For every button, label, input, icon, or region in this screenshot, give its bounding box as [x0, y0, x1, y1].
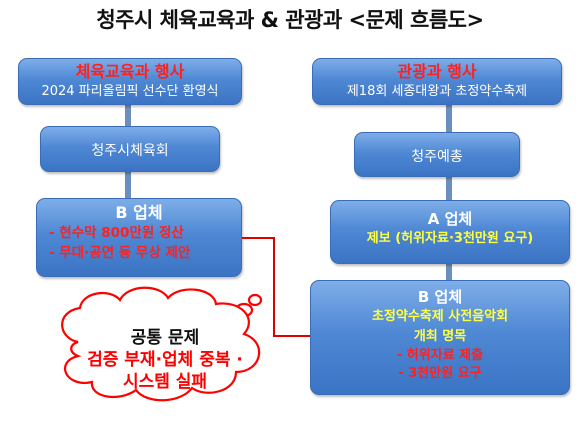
connector-right-2	[446, 176, 452, 201]
cloud-line-1: 검증 부재·업체 중복 ·	[87, 350, 243, 370]
right-event-label: 관광과 행사	[397, 62, 477, 81]
cloud-text-group: 공통 문제 검증 부재·업체 중복 · 시스템 실패	[55, 327, 275, 393]
red-line-horizontal-top	[242, 237, 275, 239]
right-vendor-a-box: A 업체 제보 (허위자료·3천만원 요구)	[330, 200, 570, 264]
left-vendor-box: B 업체 - 현수막 800만원 정산 - 무대·공연 등 무상 제안	[36, 198, 242, 277]
left-vendor-item-2: - 무대·공연 등 무상 제안	[49, 245, 191, 261]
right-vendor-a-item: 제보 (허위자료·3천만원 요구)	[366, 231, 534, 246]
left-vendor-item-1: - 현수막 800만원 정산	[49, 225, 184, 241]
cloud-line-2: 시스템 실패	[122, 372, 208, 392]
right-vendor-b-item-2: - 3천만원 요구	[398, 366, 482, 381]
red-line-horizontal-bottom	[273, 335, 310, 337]
right-vendor-a-title: A 업체	[427, 210, 473, 228]
connector-right-1	[446, 104, 452, 132]
left-org-label: 청주시체육회	[91, 143, 169, 159]
right-vendor-b-box: B 업체 초정약수축제 사전음악회 개최 명목 - 허위자료 제출 - 3천만원…	[310, 280, 570, 395]
left-event-name: 2024 파리올림픽 선수단 환영식	[41, 84, 219, 99]
connector-left-2	[125, 171, 131, 199]
right-vendor-b-line-2: 개최 명목	[413, 329, 467, 344]
left-vendor-title: B 업체	[115, 203, 163, 222]
right-vendor-b-item-1: - 허위자료 제출	[396, 348, 484, 363]
right-vendor-b-line-1: 초정약수축제 사전음악회	[371, 309, 509, 324]
left-org-box: 청주시체육회	[40, 126, 220, 172]
right-event-box: 관광과 행사 제18회 세종대왕과 초정약수축제	[312, 58, 562, 105]
connector-left-1	[125, 104, 131, 126]
right-org-box: 청주예총	[354, 132, 520, 177]
left-event-box: 체육교육과 행사 2024 파리올림픽 선수단 환영식	[18, 58, 242, 105]
connector-right-3	[446, 263, 452, 280]
left-event-label: 체육교육과 행사	[75, 62, 185, 81]
red-line-vertical	[273, 237, 275, 337]
right-org-label: 청주예총	[411, 149, 463, 165]
page-title: 청주시 체육교육과 & 관광과 <문제 흐름도>	[96, 8, 484, 32]
right-event-name: 제18회 세종대왕과 초정약수축제	[346, 84, 528, 99]
right-vendor-b-title: B 업체	[417, 288, 463, 306]
cloud-title: 공통 문제	[130, 328, 200, 348]
